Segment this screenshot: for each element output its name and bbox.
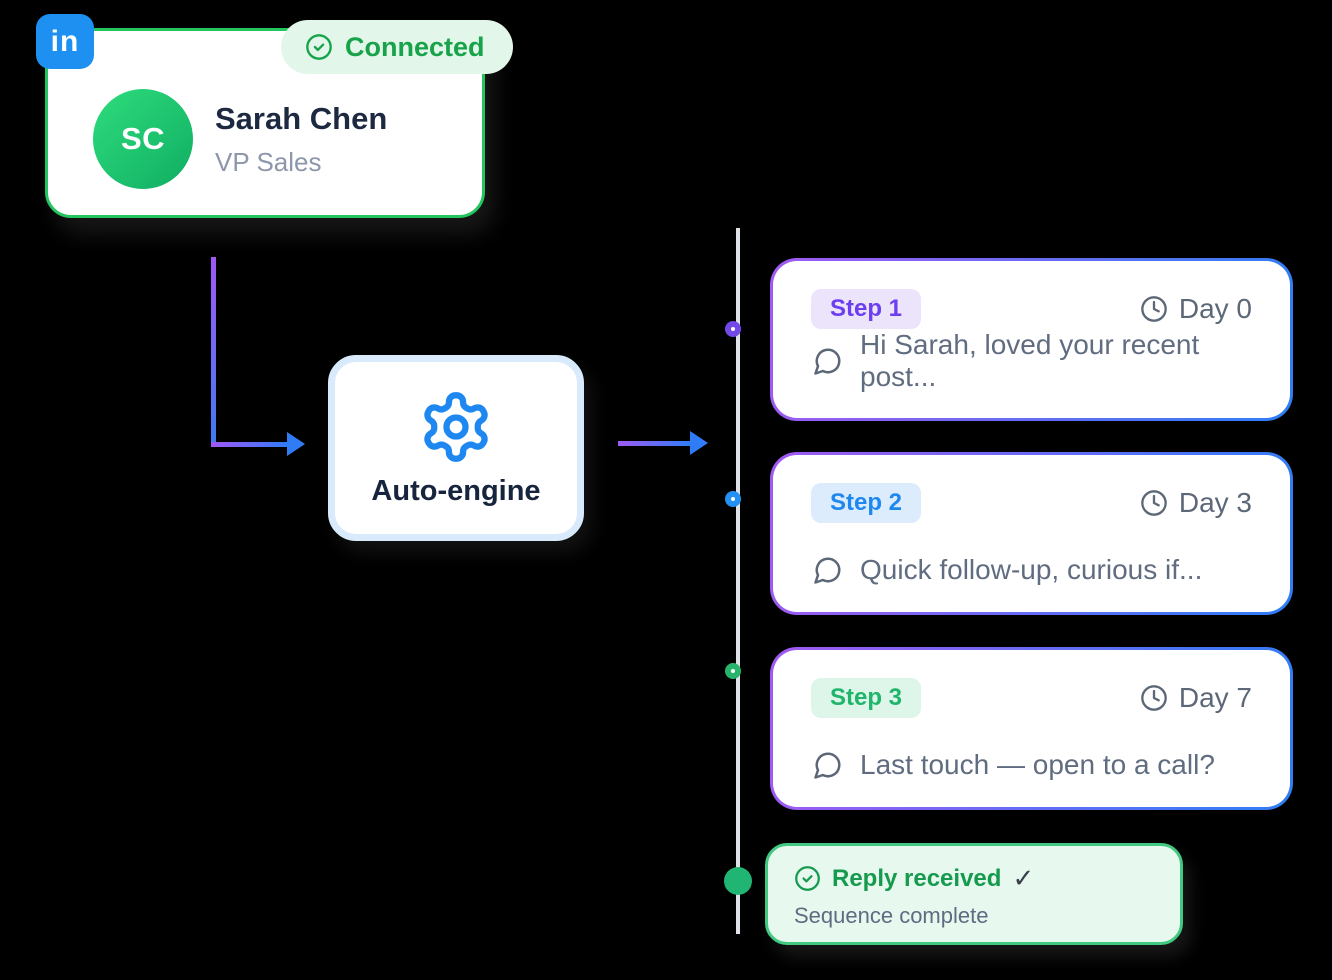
connected-status-badge: Connected <box>281 20 513 74</box>
step-card-2: Step 2 Day 3 Quick follow-up, curi <box>770 452 1293 615</box>
message-icon <box>813 555 843 585</box>
profile-role: VP Sales <box>215 147 322 177</box>
clock-icon <box>1140 295 1168 323</box>
day-text-3: Day 7 <box>1178 682 1252 713</box>
arrowhead-icon <box>287 432 305 456</box>
day-label-3: Day 7 <box>1140 682 1252 714</box>
engine-label: Auto-engine <box>371 474 541 507</box>
profile-name: Sarah Chen <box>215 101 388 136</box>
check-circle-icon <box>794 865 821 892</box>
connected-label: Connected <box>345 31 485 62</box>
arrowhead-icon-2 <box>690 431 708 455</box>
message-text-1: Hi Sarah, loved your recent post... <box>860 329 1200 392</box>
clock-icon <box>1140 489 1168 517</box>
reply-title: Reply received <box>832 864 1002 892</box>
reply-subtitle: Sequence complete <box>794 903 989 928</box>
day-text-1: Day 0 <box>1178 293 1252 324</box>
message-icon <box>813 750 843 780</box>
day-label-1: Day 0 <box>1140 293 1252 325</box>
reply-received-card: Reply received ✓ Sequence complete <box>765 843 1183 945</box>
step-card-1: Step 1 Day 0 Hi Sarah, loved your <box>770 258 1293 421</box>
step-card-3-inner: Step 3 Day 7 Last touch — open to <box>773 650 1290 807</box>
avatar: SC <box>93 89 193 189</box>
gear-icon <box>418 389 494 465</box>
timeline-line <box>736 228 740 934</box>
linkedin-glyph: in <box>50 24 80 58</box>
day-text-2: Day 3 <box>1178 487 1252 518</box>
message-text-3: Last touch — open to a call? <box>860 749 1215 780</box>
step-badge-1: Step 1 <box>811 289 922 329</box>
check-circle-icon <box>305 33 333 61</box>
timeline-node-step-2 <box>725 491 741 507</box>
checkmark-glyph: ✓ <box>1012 863 1035 893</box>
profile-info: Sarah Chen VP Sales <box>215 101 387 178</box>
step-card-3: Step 3 Day 7 Last touch — open to <box>770 647 1293 810</box>
avatar-initials: SC <box>120 121 166 156</box>
clock-icon <box>1140 684 1168 712</box>
auto-engine-box: Auto-engine <box>328 355 584 541</box>
arrow-horizontal-segment <box>211 442 288 447</box>
step-badge-2: Step 2 <box>811 483 922 523</box>
step-card-2-inner: Step 2 Day 3 Quick follow-up, curi <box>773 455 1290 612</box>
linkedin-icon: in <box>36 14 94 69</box>
step-badge-3: Step 3 <box>811 678 922 718</box>
arrow-vertical-segment <box>211 257 216 444</box>
day-label-2: Day 3 <box>1140 487 1252 519</box>
message-icon <box>813 346 843 376</box>
message-text-2: Quick follow-up, curious if... <box>860 554 1203 585</box>
arrow-horizontal-segment-2 <box>618 441 691 446</box>
step-card-1-inner: Step 1 Day 0 Hi Sarah, loved your <box>773 261 1290 418</box>
timeline-node-step-3 <box>725 663 741 679</box>
timeline-node-step-1 <box>725 321 741 337</box>
timeline-node-complete <box>724 867 752 895</box>
